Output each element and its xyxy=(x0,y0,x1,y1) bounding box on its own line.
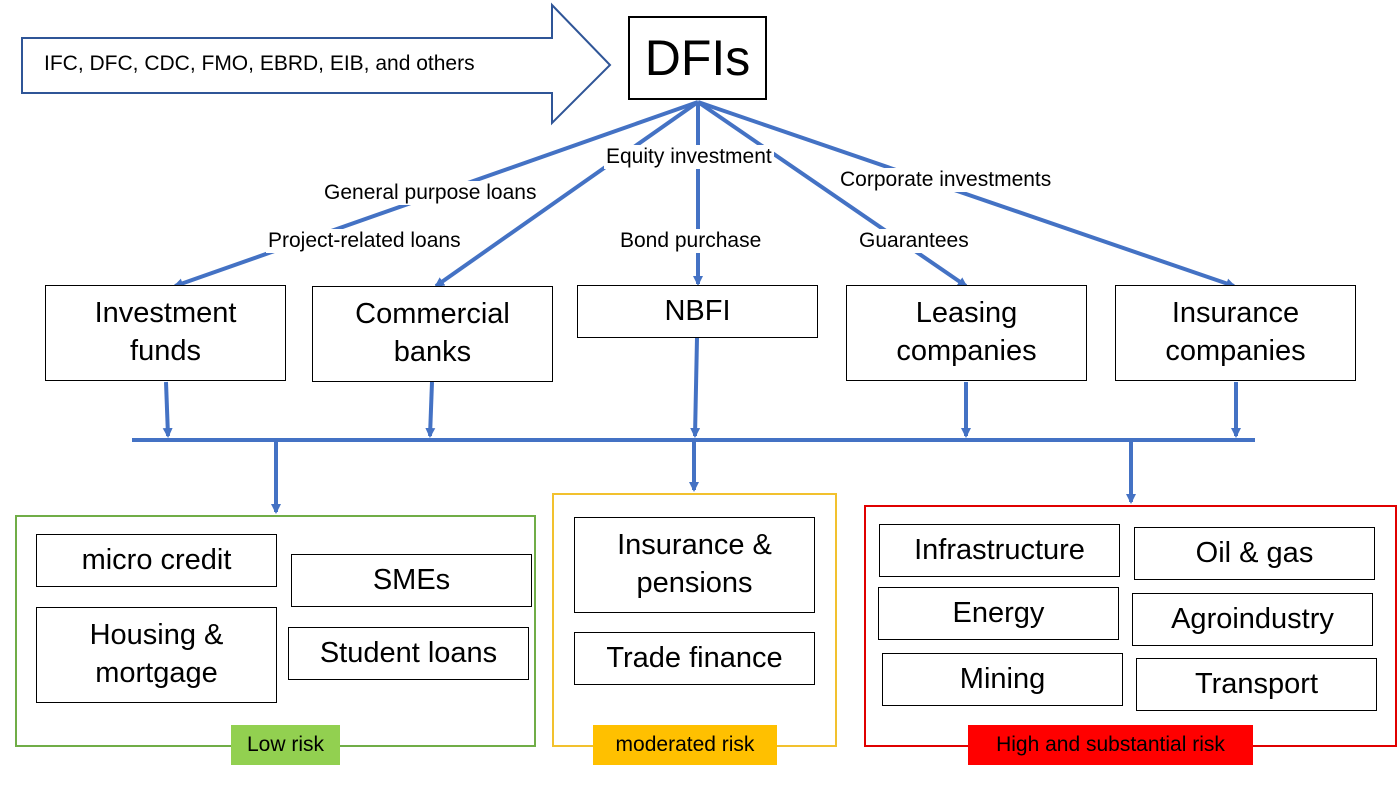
high-risk-item-mining: Mining xyxy=(882,653,1123,706)
drop-nbfi xyxy=(690,337,701,438)
high-risk-item-oil-gas: Oil & gas xyxy=(1134,527,1375,580)
high-risk-item-energy: Energy xyxy=(878,587,1119,640)
instrument-general-loans: General purpose loans xyxy=(322,181,539,205)
low-risk-tag: Low risk xyxy=(231,725,340,765)
moderate-risk-item-trade-finance: Trade finance xyxy=(574,632,815,685)
instrument-project-loans: Project-related loans xyxy=(266,229,463,253)
instrument-guarantees: Guarantees xyxy=(857,229,971,253)
connector-to-commercial-banks xyxy=(434,100,700,288)
source-arrow-shape xyxy=(21,2,612,126)
moderate-risk-item-insurance-pensions: Insurance &pensions xyxy=(574,517,815,613)
drop-commercial-banks xyxy=(425,381,436,438)
drop-investment-funds xyxy=(162,381,173,438)
source-label: IFC, DFC, CDC, FMO, EBRD, EIB, and other… xyxy=(44,52,475,75)
high-risk-item-agroindustry: Agroindustry xyxy=(1132,593,1373,646)
high-risk-tag: High and substantial risk xyxy=(968,725,1253,765)
intermediary-nbfi: NBFI xyxy=(577,285,818,338)
instrument-equity: Equity investment xyxy=(604,145,774,169)
low-risk-item-micro-credit: micro credit xyxy=(36,534,277,587)
dfis-box: DFIs xyxy=(628,16,767,100)
connector-to-insurance xyxy=(697,100,1236,289)
low-risk-item-housing-mortgage: Housing &mortgage xyxy=(36,607,277,703)
low-risk-item-smes: SMEs xyxy=(291,554,532,607)
low-risk-item-student-loans: Student loans xyxy=(288,627,529,680)
instrument-bond: Bond purchase xyxy=(618,229,764,253)
dfis-label: DFIs xyxy=(644,29,751,86)
moderate-risk-tag: moderated risk xyxy=(593,725,777,765)
instrument-corporate: Corporate investments xyxy=(838,168,1054,192)
high-risk-item-transport: Transport xyxy=(1136,658,1377,711)
high-risk-item-infrastructure: Infrastructure xyxy=(879,524,1120,577)
connector-to-leasing xyxy=(696,100,968,288)
